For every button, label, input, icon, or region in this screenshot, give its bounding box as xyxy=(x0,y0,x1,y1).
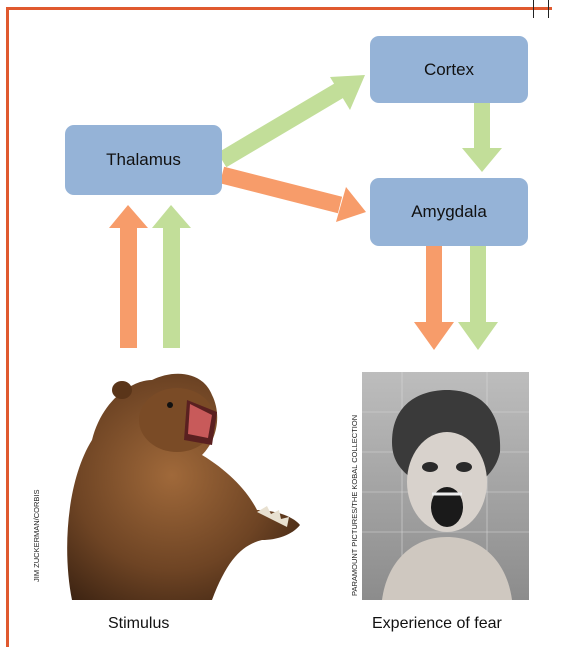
arrow-amygdala-to-fear-orange xyxy=(414,246,454,350)
thalamus-label: Thalamus xyxy=(106,150,181,170)
arrow-thalamus-to-cortex xyxy=(222,75,365,160)
amygdala-label: Amygdala xyxy=(411,202,487,222)
arrow-amygdala-to-fear-green xyxy=(458,246,498,350)
shower-photo-credit: PARAMOUNT PICTURES/THE KOBAL COLLECTION xyxy=(350,415,359,596)
arrow-stimulus-to-thalamus-green xyxy=(152,205,191,348)
thalamus-node: Thalamus xyxy=(65,125,222,195)
screaming-woman-photo-icon xyxy=(362,372,529,600)
arrow-cortex-to-amygdala xyxy=(462,103,502,172)
amygdala-node: Amygdala xyxy=(370,178,528,246)
cortex-label: Cortex xyxy=(424,60,474,80)
roaring-bear-icon xyxy=(52,360,302,600)
arrow-thalamus-to-amygdala xyxy=(222,175,366,222)
fear-caption: Experience of fear xyxy=(372,615,502,633)
stimulus-caption: Stimulus xyxy=(108,615,169,633)
cortex-node: Cortex xyxy=(370,36,528,103)
arrow-stimulus-to-thalamus-orange xyxy=(109,205,148,348)
bear-photo-credit: JIM ZUCKERMAN/CORBIS xyxy=(32,489,41,582)
